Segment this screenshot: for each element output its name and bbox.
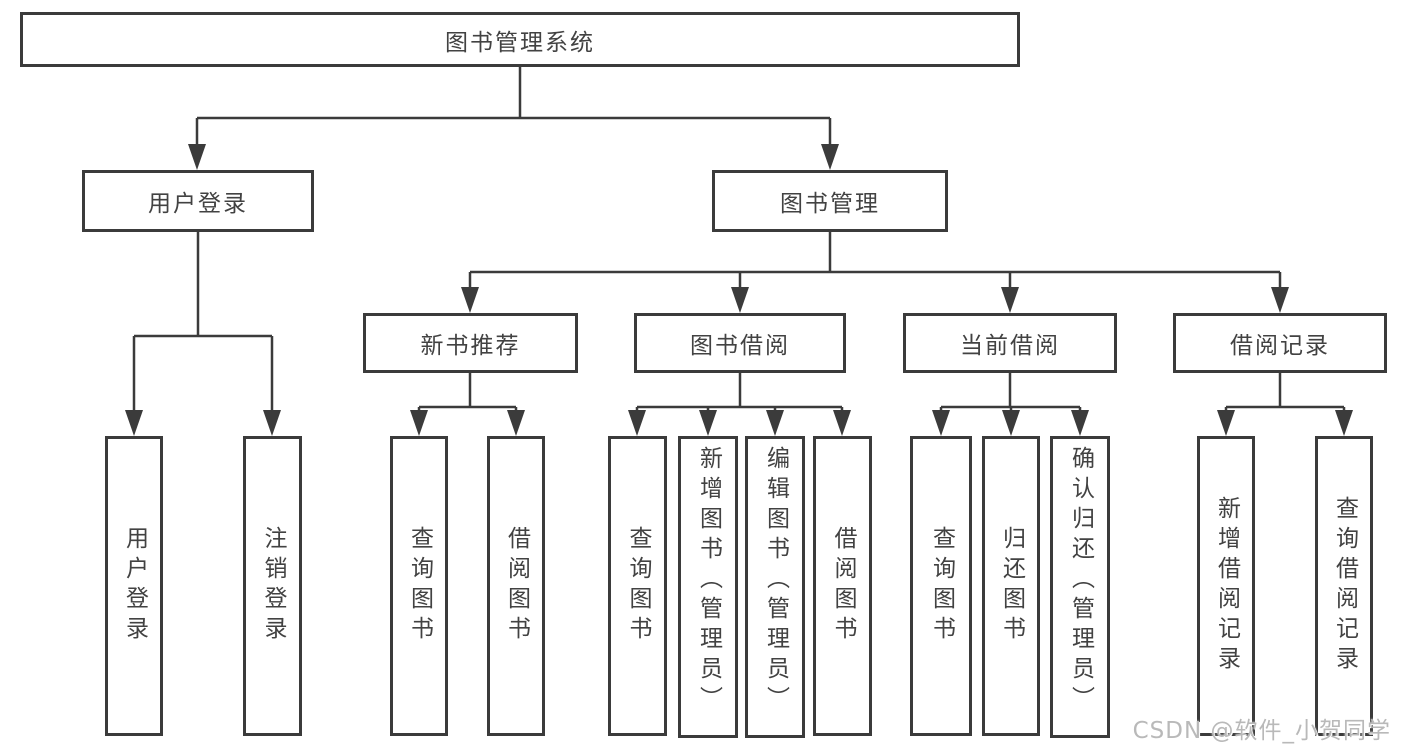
arrow-down-icon: [125, 410, 143, 436]
arrowheads: [125, 144, 1353, 436]
arrow-down-icon: [1335, 410, 1353, 436]
arrow-down-icon: [188, 144, 206, 170]
leaf-confirm-return-admin: 确认归还（管理员）: [1050, 436, 1110, 738]
leaf-edit-book-admin-label: 编辑图书（管理员）: [762, 446, 789, 716]
leaf-query-books-1-label: 查询图书: [406, 526, 433, 646]
leaf-query-books-2: 查询图书: [608, 436, 667, 736]
arrow-down-icon: [1002, 410, 1020, 436]
arrow-down-icon: [263, 410, 281, 436]
arrow-down-icon: [1271, 287, 1289, 313]
leaf-borrow-books-1-label: 借阅图书: [503, 526, 530, 646]
arrow-down-icon: [507, 410, 525, 436]
leaf-logout-label: 注销登录: [260, 526, 286, 646]
connector-user-login-split: [132, 232, 274, 416]
leaf-query-books-3: 查询图书: [910, 436, 972, 736]
arrow-down-icon: [932, 410, 950, 436]
arrow-down-icon: [833, 410, 851, 436]
leaf-borrow-books-2-label: 借阅图书: [830, 526, 856, 646]
node-current-borrow-label: 当前借阅: [960, 333, 1060, 359]
leaf-query-books-1: 查询图书: [390, 436, 448, 736]
arrow-down-icon: [1217, 410, 1235, 436]
node-book-management-label: 图书管理: [780, 191, 880, 217]
leaf-add-borrow-record-label: 新增借阅记录: [1213, 496, 1240, 676]
node-book-management: 图书管理: [712, 170, 948, 232]
connector-new-book-split: [417, 373, 518, 416]
leaf-query-books-3-label: 查询图书: [928, 526, 955, 646]
csdn-watermark: CSDN @软件_小贺同学: [1132, 718, 1391, 744]
node-book-borrow-label: 图书借阅: [690, 333, 790, 359]
node-new-book-recommend: 新书推荐: [363, 313, 578, 373]
arrow-down-icon: [1001, 287, 1019, 313]
node-book-borrow: 图书借阅: [634, 313, 846, 373]
leaf-add-book-admin-label: 新增图书（管理员）: [695, 446, 722, 716]
leaf-logout: 注销登录: [243, 436, 302, 736]
arrow-down-icon: [699, 410, 717, 436]
leaf-return-books: 归还图书: [982, 436, 1040, 736]
arrow-down-icon: [821, 144, 839, 170]
connector-borrow-records-split: [1224, 373, 1346, 416]
leaf-confirm-return-admin-label: 确认归还（管理员）: [1067, 446, 1094, 716]
leaf-borrow-books-1: 借阅图书: [487, 436, 545, 736]
node-library-system-label: 图书管理系统: [445, 29, 595, 56]
node-borrow-records: 借阅记录: [1173, 313, 1387, 373]
leaf-add-borrow-record: 新增借阅记录: [1197, 436, 1255, 736]
leaf-borrow-books-2: 借阅图书: [813, 436, 872, 736]
leaf-edit-book-admin: 编辑图书（管理员）: [745, 436, 805, 738]
node-user-login-label: 用户登录: [148, 191, 248, 217]
leaf-query-borrow-record: 查询借阅记录: [1315, 436, 1373, 736]
leaf-add-book-admin: 新增图书（管理员）: [678, 436, 738, 738]
arrow-down-icon: [766, 410, 784, 436]
arrow-down-icon: [731, 287, 749, 313]
node-current-borrow: 当前借阅: [903, 313, 1117, 373]
node-user-login: 用户登录: [82, 170, 314, 232]
arrow-down-icon: [628, 410, 646, 436]
node-borrow-records-label: 借阅记录: [1230, 333, 1330, 359]
connector-lines: [132, 67, 1346, 416]
connector-book-borrow-split: [635, 373, 844, 416]
leaf-user-login: 用户登录: [105, 436, 163, 736]
connector-current-borrow-split: [939, 373, 1082, 416]
connector-book-mgmt-split: [468, 232, 1282, 293]
connector-root-split: [195, 67, 832, 150]
node-library-system: 图书管理系统: [20, 12, 1020, 67]
arrow-down-icon: [461, 287, 479, 313]
leaf-query-borrow-record-label: 查询借阅记录: [1331, 496, 1358, 676]
leaf-user-login-label: 用户登录: [121, 526, 148, 646]
leaf-return-books-label: 归还图书: [998, 526, 1025, 646]
node-new-book-recommend-label: 新书推荐: [420, 333, 521, 359]
arrow-down-icon: [1071, 410, 1089, 436]
leaf-query-books-2-label: 查询图书: [625, 526, 651, 646]
arrow-down-icon: [410, 410, 428, 436]
